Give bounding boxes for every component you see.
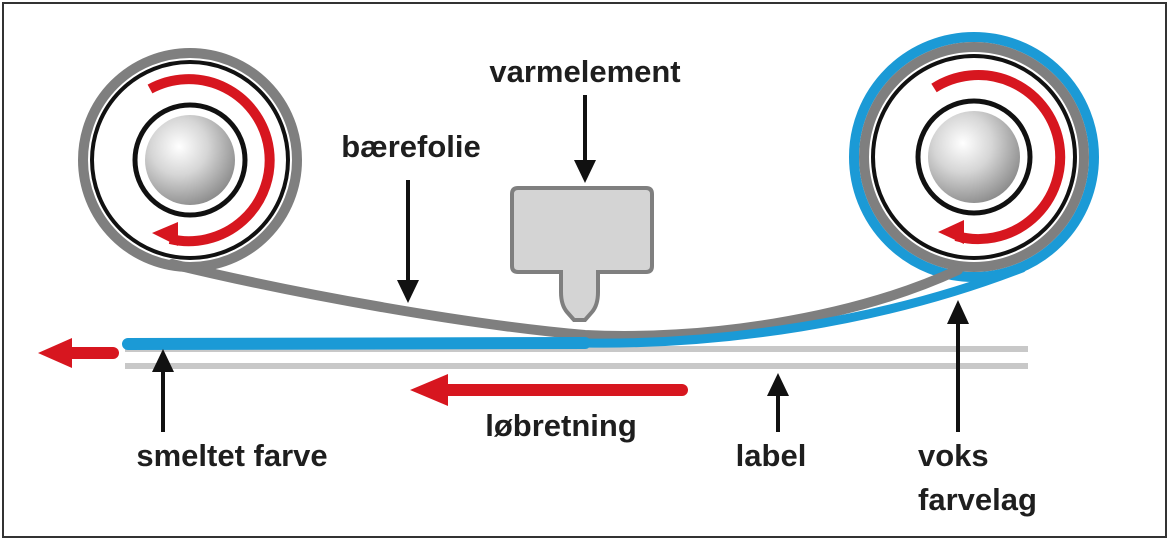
supply-roll-core: [145, 115, 235, 205]
melted-ink-layer: [122, 337, 591, 350]
takeup-roll-core: [928, 111, 1020, 203]
label-melted-color: smeltet farve: [136, 438, 327, 473]
rotation-arrowhead-right: [938, 220, 964, 244]
supply-roll: [78, 48, 302, 272]
rotation-arrow-left: [147, 74, 275, 247]
carrier-film-path: [167, 259, 963, 341]
pointer-arrow-label: [767, 373, 789, 432]
pointer-arrow-heating-element: [574, 95, 596, 183]
pointer-arrow-melted-color: [152, 349, 174, 432]
label-running-direction: løbretning: [485, 408, 637, 443]
label-label: label: [736, 438, 807, 473]
running-direction-arrow: [410, 374, 688, 406]
rotation-arrowhead-left: [152, 222, 178, 246]
print-head: [510, 186, 654, 322]
label-heating-element: varmelement: [489, 54, 680, 89]
pointer-arrow-carrier-film: [397, 180, 419, 303]
label-wax-layer-line1: voks: [918, 438, 989, 473]
wax-ink-layer-on-ribbon: [580, 263, 1027, 348]
exit-direction-arrow: [38, 338, 119, 368]
takeup-roll: [849, 32, 1099, 282]
pointer-arrow-wax-layer: [947, 300, 969, 432]
label-wax-layer-line2: farvelag: [918, 482, 1037, 517]
label-carrier-film: bærefolie: [341, 129, 481, 164]
rotation-arrow-right: [931, 70, 1066, 245]
